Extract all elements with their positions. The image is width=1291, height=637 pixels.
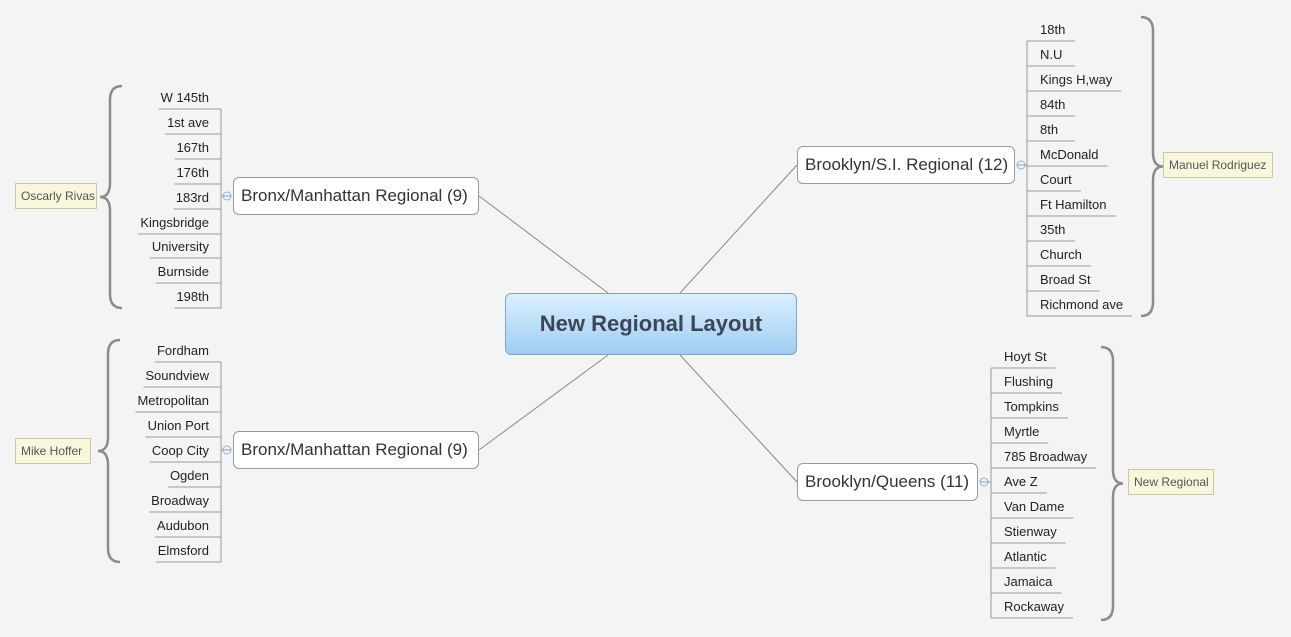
subtopic-tl-2[interactable]: 167th [176, 140, 209, 155]
central-topic[interactable]: New Regional Layout [505, 293, 797, 355]
subtopic-tr-11[interactable]: Richmond ave [1040, 297, 1124, 312]
subtopic-tr-0[interactable]: 18th [1040, 22, 1066, 37]
subtopic-tl-7[interactable]: Burnside [157, 264, 209, 279]
subtopic-bl-0[interactable]: Fordham [156, 343, 209, 358]
subtopic-bl-1[interactable]: Soundview [145, 368, 209, 383]
subtopic-br-2[interactable]: Tompkins [1004, 399, 1059, 414]
subtopic-bl-7[interactable]: Audubon [156, 518, 209, 533]
subtopic-bl-6[interactable]: Broadway [151, 493, 209, 508]
subtopic-bl-8[interactable]: Elmsford [157, 543, 209, 558]
subtopic-br-0[interactable]: Hoyt St [1004, 349, 1047, 364]
subtopic-bl-2[interactable]: Metropolitan [137, 393, 209, 408]
subtopic-tl-1[interactable]: 1st ave [167, 115, 209, 130]
subtopic-br-6[interactable]: Van Dame [1004, 499, 1065, 514]
subtopic-tl-3[interactable]: 176th [176, 165, 209, 180]
main-topic-br[interactable]: Brooklyn/Queens (11) [797, 463, 978, 501]
main-topic-tl[interactable]: Bronx/Manhattan Regional (9) [233, 177, 479, 215]
subtopic-br-9[interactable]: Jamaica [1004, 574, 1053, 589]
subtopic-tr-10[interactable]: Broad St [1040, 272, 1091, 287]
subtopic-tr-3[interactable]: 84th [1040, 97, 1066, 112]
subtopic-tl-8[interactable]: 198th [176, 289, 209, 304]
main-topic-tr[interactable]: Brooklyn/S.I. Regional (12) [797, 146, 1015, 184]
callout-label-tl[interactable]: Oscarly Rivas [15, 183, 97, 209]
callout-label-br[interactable]: New Regional [1128, 469, 1214, 495]
subtopic-br-7[interactable]: Stienway [1004, 524, 1057, 539]
branch-connector-tr [679, 164, 798, 294]
subtopic-br-4[interactable]: 785 Broadway [1004, 449, 1088, 464]
subtopic-tr-6[interactable]: Court [1040, 172, 1072, 187]
callout-label-tr[interactable]: Manuel Rodriguez [1163, 152, 1273, 178]
subtopic-tl-0[interactable]: W 145th [160, 90, 209, 105]
branch-connector-br [679, 354, 798, 483]
subtopic-tr-1[interactable]: N.U [1040, 47, 1063, 62]
curly-brace-br [1100, 345, 1124, 622]
curly-brace-bl [97, 338, 121, 564]
curly-brace-tr [1140, 15, 1164, 318]
subtopic-tr-8[interactable]: 35th [1040, 222, 1066, 237]
branch-connector-bl [478, 354, 609, 451]
subtopic-tr-7[interactable]: Ft Hamilton [1040, 197, 1107, 212]
subtopic-br-5[interactable]: Ave Z [1004, 474, 1038, 489]
subtopic-br-8[interactable]: Atlantic [1004, 549, 1047, 564]
subtopic-tr-2[interactable]: Kings H,way [1040, 72, 1113, 87]
main-topic-bl[interactable]: Bronx/Manhattan Regional (9) [233, 431, 479, 469]
subtopic-bl-5[interactable]: Ogden [169, 468, 209, 483]
subtopic-tr-4[interactable]: 8th [1040, 122, 1059, 137]
curly-brace-tl [99, 84, 123, 310]
subtopic-tl-4[interactable]: 183rd [175, 190, 209, 205]
branch-connector-tl [478, 195, 609, 294]
subtopic-tl-6[interactable]: University [151, 239, 209, 254]
subtopic-bl-4[interactable]: Coop City [151, 443, 209, 458]
subtopic-br-1[interactable]: Flushing [1004, 374, 1054, 389]
subtopic-tr-9[interactable]: Church [1040, 247, 1082, 262]
subtopic-tl-5[interactable]: Kingsbridge [140, 215, 209, 230]
subtopic-tr-5[interactable]: McDonald [1040, 147, 1099, 162]
subtopic-br-10[interactable]: Rockaway [1004, 599, 1064, 614]
subtopic-br-3[interactable]: Myrtle [1004, 424, 1040, 439]
callout-label-bl[interactable]: Mike Hoffer [15, 438, 91, 464]
subtopic-bl-3[interactable]: Union Port [147, 418, 209, 433]
